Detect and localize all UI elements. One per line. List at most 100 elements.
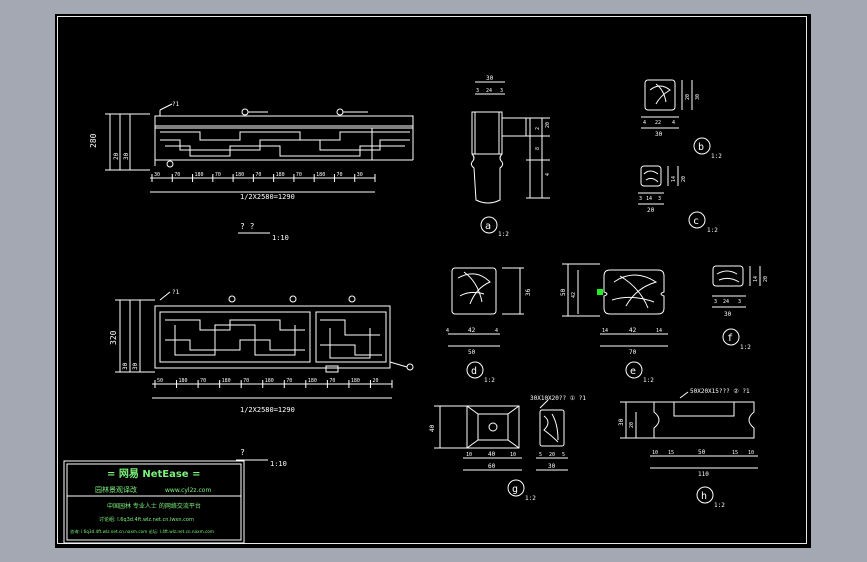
lattice-3 xyxy=(174,324,296,356)
title-block-frame xyxy=(63,460,245,544)
detail-h: 30 20 10 15 50 15 10 110 50X20X15??? ② ?… xyxy=(618,388,758,509)
svg-text:30: 30 xyxy=(618,418,625,426)
top-dim-label: 70 xyxy=(296,172,302,178)
bottom-dim-label: 180 xyxy=(179,378,188,384)
svg-text:20: 20 xyxy=(629,422,635,428)
lattice-6 xyxy=(329,328,371,359)
svg-text:1:2: 1:2 xyxy=(711,153,722,160)
dim-height-bottom: 320 xyxy=(109,330,118,345)
bottom-dim-label: 70 xyxy=(243,378,249,384)
detail-e: 50 42 14 42 14 70 e 1:2 xyxy=(560,263,668,384)
svg-text:20: 20 xyxy=(681,176,687,182)
svg-text:10: 10 xyxy=(510,452,516,458)
svg-text:14: 14 xyxy=(753,276,759,282)
cad-grip xyxy=(597,289,603,295)
detail-g: 40 10 40 10 60 5 20 5 30 30X10X20?? ① ?1… xyxy=(429,395,586,502)
top-dim-label: 180 xyxy=(235,172,244,178)
dim-top-sub1: 20 xyxy=(113,152,120,160)
marker-1 xyxy=(241,108,249,116)
svg-text:1:2: 1:2 xyxy=(740,344,751,351)
title-line1-b: www.cyl2z.com xyxy=(165,487,211,494)
dim-total-top: 1/2X2580=1290 xyxy=(240,193,295,201)
svg-text:5: 5 xyxy=(562,452,565,458)
detail-a-bubble xyxy=(480,216,498,234)
svg-text:8: 8 xyxy=(535,147,541,150)
svg-text:10: 10 xyxy=(652,450,658,456)
svg-text:42: 42 xyxy=(571,292,577,298)
svg-text:70: 70 xyxy=(629,349,637,356)
svg-text:g: g xyxy=(512,484,518,495)
svg-text:b: b xyxy=(698,142,704,153)
svg-text:1:2: 1:2 xyxy=(498,231,509,238)
svg-text:20: 20 xyxy=(685,94,691,100)
svg-text:30: 30 xyxy=(486,75,494,82)
top-dim-label: 30 xyxy=(154,172,160,178)
post-arm xyxy=(501,117,527,137)
lattice-2 xyxy=(165,339,305,351)
title-line1-a: 园林景观译改 xyxy=(95,485,137,494)
svg-text:20: 20 xyxy=(647,207,655,214)
bottom-view-scale: 1:10 xyxy=(270,460,287,468)
svg-text:15: 15 xyxy=(732,450,738,456)
bottom-dim-label: 50 xyxy=(157,378,163,384)
svg-text:5: 5 xyxy=(539,452,542,458)
top-dim-label: 70 xyxy=(215,172,221,178)
svg-text:60: 60 xyxy=(488,463,496,470)
top-dim-label: 180 xyxy=(195,172,204,178)
svg-text:24: 24 xyxy=(486,88,492,94)
top-dim-label: 70 xyxy=(255,172,261,178)
svg-text:40: 40 xyxy=(488,451,496,458)
marker-2 xyxy=(336,108,344,116)
lattice-5 xyxy=(320,344,382,356)
svg-text:10: 10 xyxy=(748,450,754,456)
detail-d: 36 4 42 4 50 d 1:2 xyxy=(446,267,532,384)
svg-text:14: 14 xyxy=(602,328,608,334)
svg-text:4: 4 xyxy=(495,328,498,334)
svg-text:20: 20 xyxy=(549,452,555,458)
svg-text:c: c xyxy=(693,216,699,227)
detail-f: 14 20 3 24 3 30 f 1:2 xyxy=(712,265,769,351)
top-dim-label: 70 xyxy=(336,172,342,178)
dim-bottom-sub1: 30 xyxy=(122,362,129,370)
svg-text:a: a xyxy=(485,221,491,232)
svg-text:1:2: 1:2 xyxy=(643,377,654,384)
bottom-dim-label: 180 xyxy=(308,378,317,384)
svg-text:1:2: 1:2 xyxy=(707,227,718,234)
svg-text:30X10X20?? ① ?1: 30X10X20?? ① ?1 xyxy=(530,395,586,402)
svg-text:14: 14 xyxy=(671,176,677,182)
svg-text:20: 20 xyxy=(763,276,769,282)
top-rail xyxy=(154,115,414,127)
svg-text:50: 50 xyxy=(468,349,476,356)
svg-text:d: d xyxy=(471,366,477,377)
top-dim-label: 180 xyxy=(276,172,285,178)
svg-text:42: 42 xyxy=(629,327,637,334)
svg-text:50: 50 xyxy=(698,449,706,456)
svg-text:50: 50 xyxy=(560,288,567,296)
post-base xyxy=(470,153,504,204)
svg-text:14: 14 xyxy=(646,196,652,202)
panel-left xyxy=(159,311,311,363)
marker-3 xyxy=(166,160,174,168)
leader-top-main: ?1 xyxy=(172,101,180,108)
top-dim-label: 180 xyxy=(316,172,325,178)
svg-text:20: 20 xyxy=(545,122,551,128)
svg-text:42: 42 xyxy=(468,327,476,334)
dim-total-bottom: 1/2X2580=1290 xyxy=(240,406,295,414)
title-line4: 咨询: l.6q3d.4ft.wlz.net.cn.naxm.com 论坛: l… xyxy=(70,528,214,535)
top-view-scale: 1:10 xyxy=(272,234,289,242)
bottom-dim-label: 180 xyxy=(222,378,231,384)
svg-text:3: 3 xyxy=(639,196,642,202)
svg-text:3: 3 xyxy=(714,299,717,305)
svg-text:4: 4 xyxy=(643,120,646,126)
svg-text:30: 30 xyxy=(695,94,701,100)
svg-text:f: f xyxy=(727,333,733,344)
fret-pattern-3 xyxy=(165,145,405,157)
bottom-dim-label: 70 xyxy=(200,378,206,384)
svg-text:14: 14 xyxy=(656,328,662,334)
svg-text:3: 3 xyxy=(476,88,479,94)
dim-bottom-sub2: 30 xyxy=(132,362,139,370)
bottom-dim-label: 180 xyxy=(265,378,274,384)
svg-text:3: 3 xyxy=(738,299,741,305)
